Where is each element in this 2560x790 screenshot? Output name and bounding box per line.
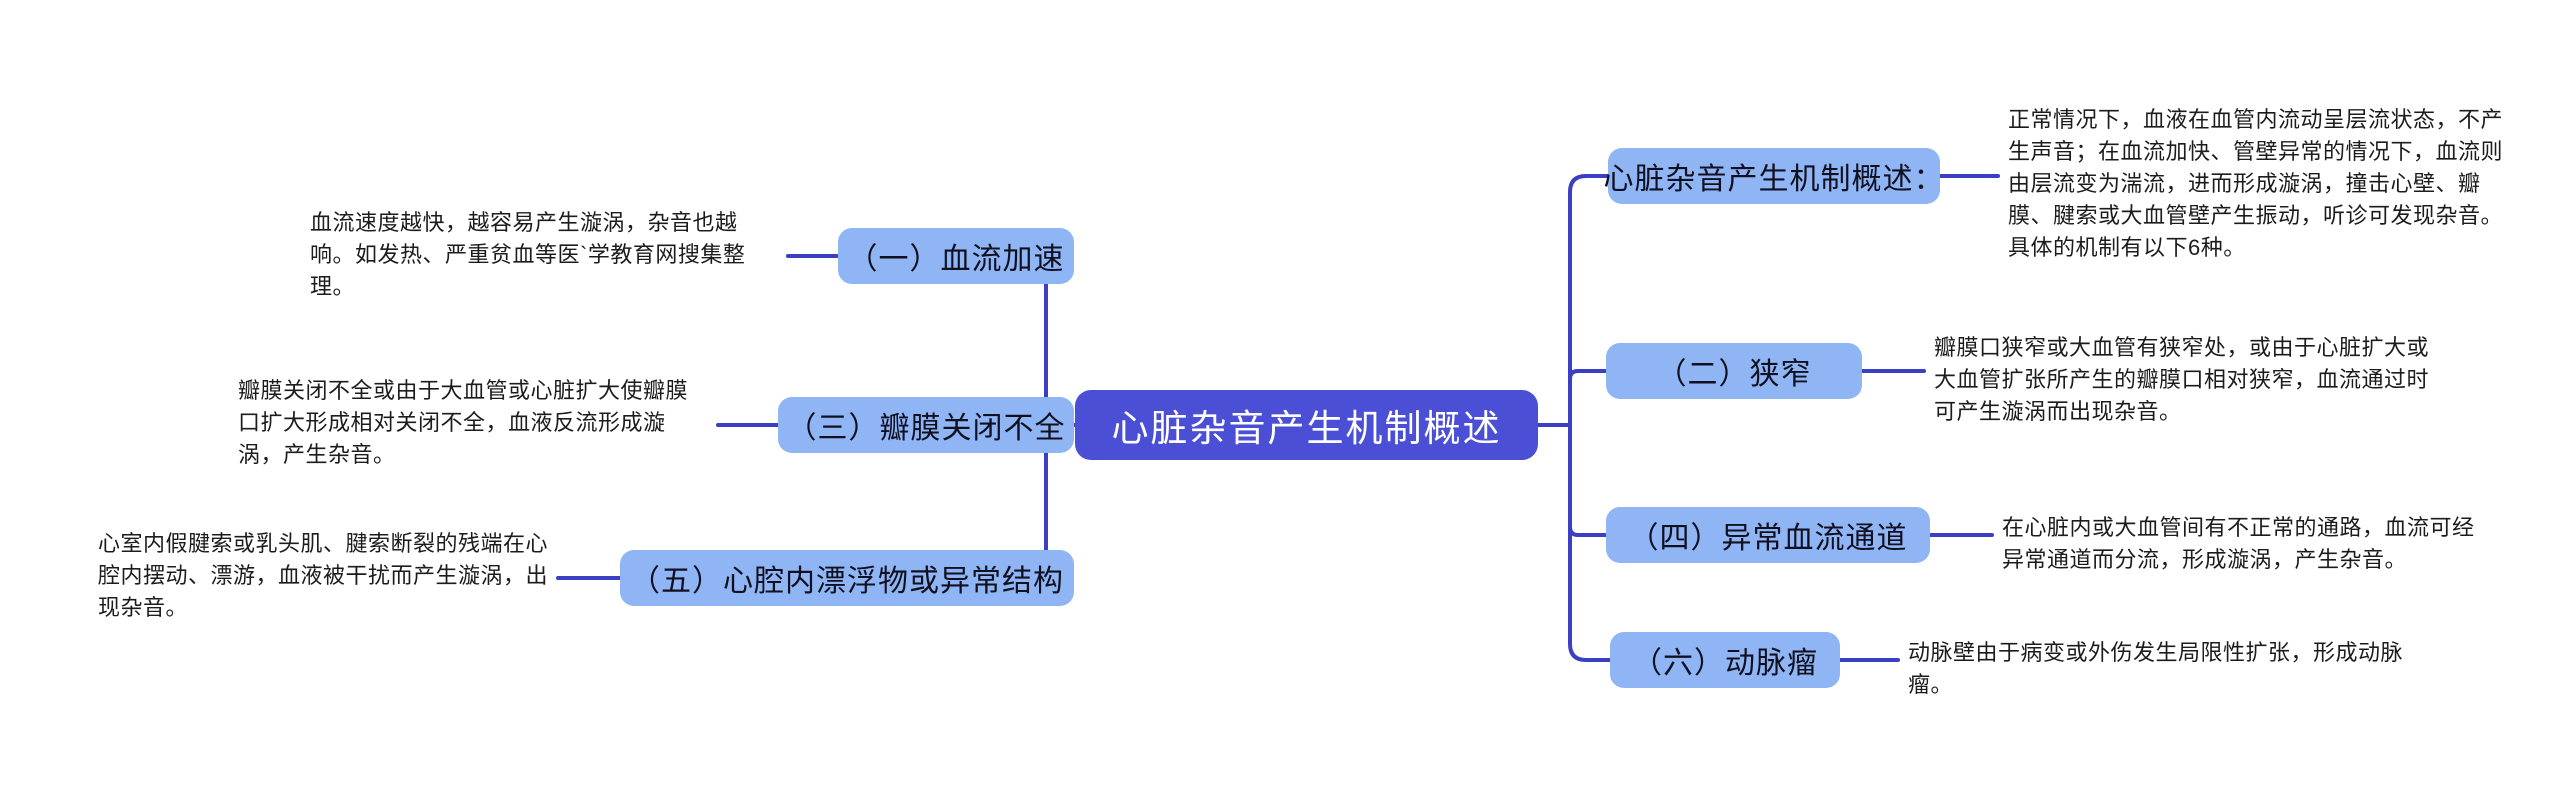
link-root-to-right-4 xyxy=(1568,423,1612,662)
root-node-label: 心脏杂音产生机制概述 xyxy=(1111,408,1502,449)
detail-text-blood-flow-acceleration: 血流速度越快，越容易产生漩涡，杂音也越响。如发热、严重贫血等医`学教育网搜集整理… xyxy=(310,210,746,299)
branch-node-stenosis[interactable]: （二）狭窄 xyxy=(1606,343,1862,399)
detail-text-aneurysm: 动脉壁由于病变或外伤发生局限性扩张，形成动脉瘤。 xyxy=(1908,640,2404,697)
detail-text-floating-or-abnormal-structure: 心室内假腱索或乳头肌、腱索断裂的残端在心腔内摆动、漂游，血液被干扰而产生漩涡，出… xyxy=(98,531,549,620)
branch-node-label: （三）瓣膜关闭不全 xyxy=(786,412,1066,445)
branch-node-overview[interactable]: 心脏杂音产生机制概述： xyxy=(1604,148,1944,204)
detail-text-abnormal-flow-channel: 在心脏内或大血管间有不正常的通路，血流可经异常通道而分流，形成漩涡，产生杂音。 xyxy=(2002,515,2475,572)
branch-node-label: （四）异常血流通道 xyxy=(1628,522,1908,555)
detail-text-valve-insufficiency: 瓣膜关闭不全或由于大血管或心脏扩大使瓣膜口扩大形成相对关闭不全，血液反流形成漩涡… xyxy=(238,378,689,467)
branch-node-aneurysm[interactable]: （六）动脉瘤 xyxy=(1610,632,1840,688)
detail-text-stenosis: 瓣膜口狭窄或大血管有狭窄处，或由于心脏扩大或大血管扩张所产生的瓣膜口相对狭窄，血… xyxy=(1934,335,2430,424)
link-root-to-right-3 xyxy=(1568,423,1608,537)
branch-node-blood-flow-acceleration[interactable]: （一）血流加速 xyxy=(838,228,1074,284)
root-node[interactable]: 心脏杂音产生机制概述 xyxy=(1075,390,1538,460)
branch-node-abnormal-flow-channel[interactable]: （四）异常血流通道 xyxy=(1606,507,1930,563)
link-root-to-right-1 xyxy=(1568,174,1610,427)
link-root-to-right-2 xyxy=(1568,369,1608,427)
branch-node-label: 心脏杂音产生机制概述： xyxy=(1603,163,1945,196)
branch-node-label: （一）血流加速 xyxy=(847,243,1065,276)
branch-node-label: （五）心腔内漂浮物或异常结构 xyxy=(630,565,1064,598)
branch-node-valve-insufficiency[interactable]: （三）瓣膜关闭不全 xyxy=(778,397,1074,453)
branch-node-label: （二）狭窄 xyxy=(1656,358,1812,391)
detail-text-overview: 正常情况下，血液在血管内流动呈层流状态，不产生声音；在血流加快、管壁异常的情况下… xyxy=(2008,107,2504,260)
branch-node-label: （六）动脉瘤 xyxy=(1632,647,1818,680)
branch-node-floating-or-abnormal-structure[interactable]: （五）心腔内漂浮物或异常结构 xyxy=(620,550,1074,606)
